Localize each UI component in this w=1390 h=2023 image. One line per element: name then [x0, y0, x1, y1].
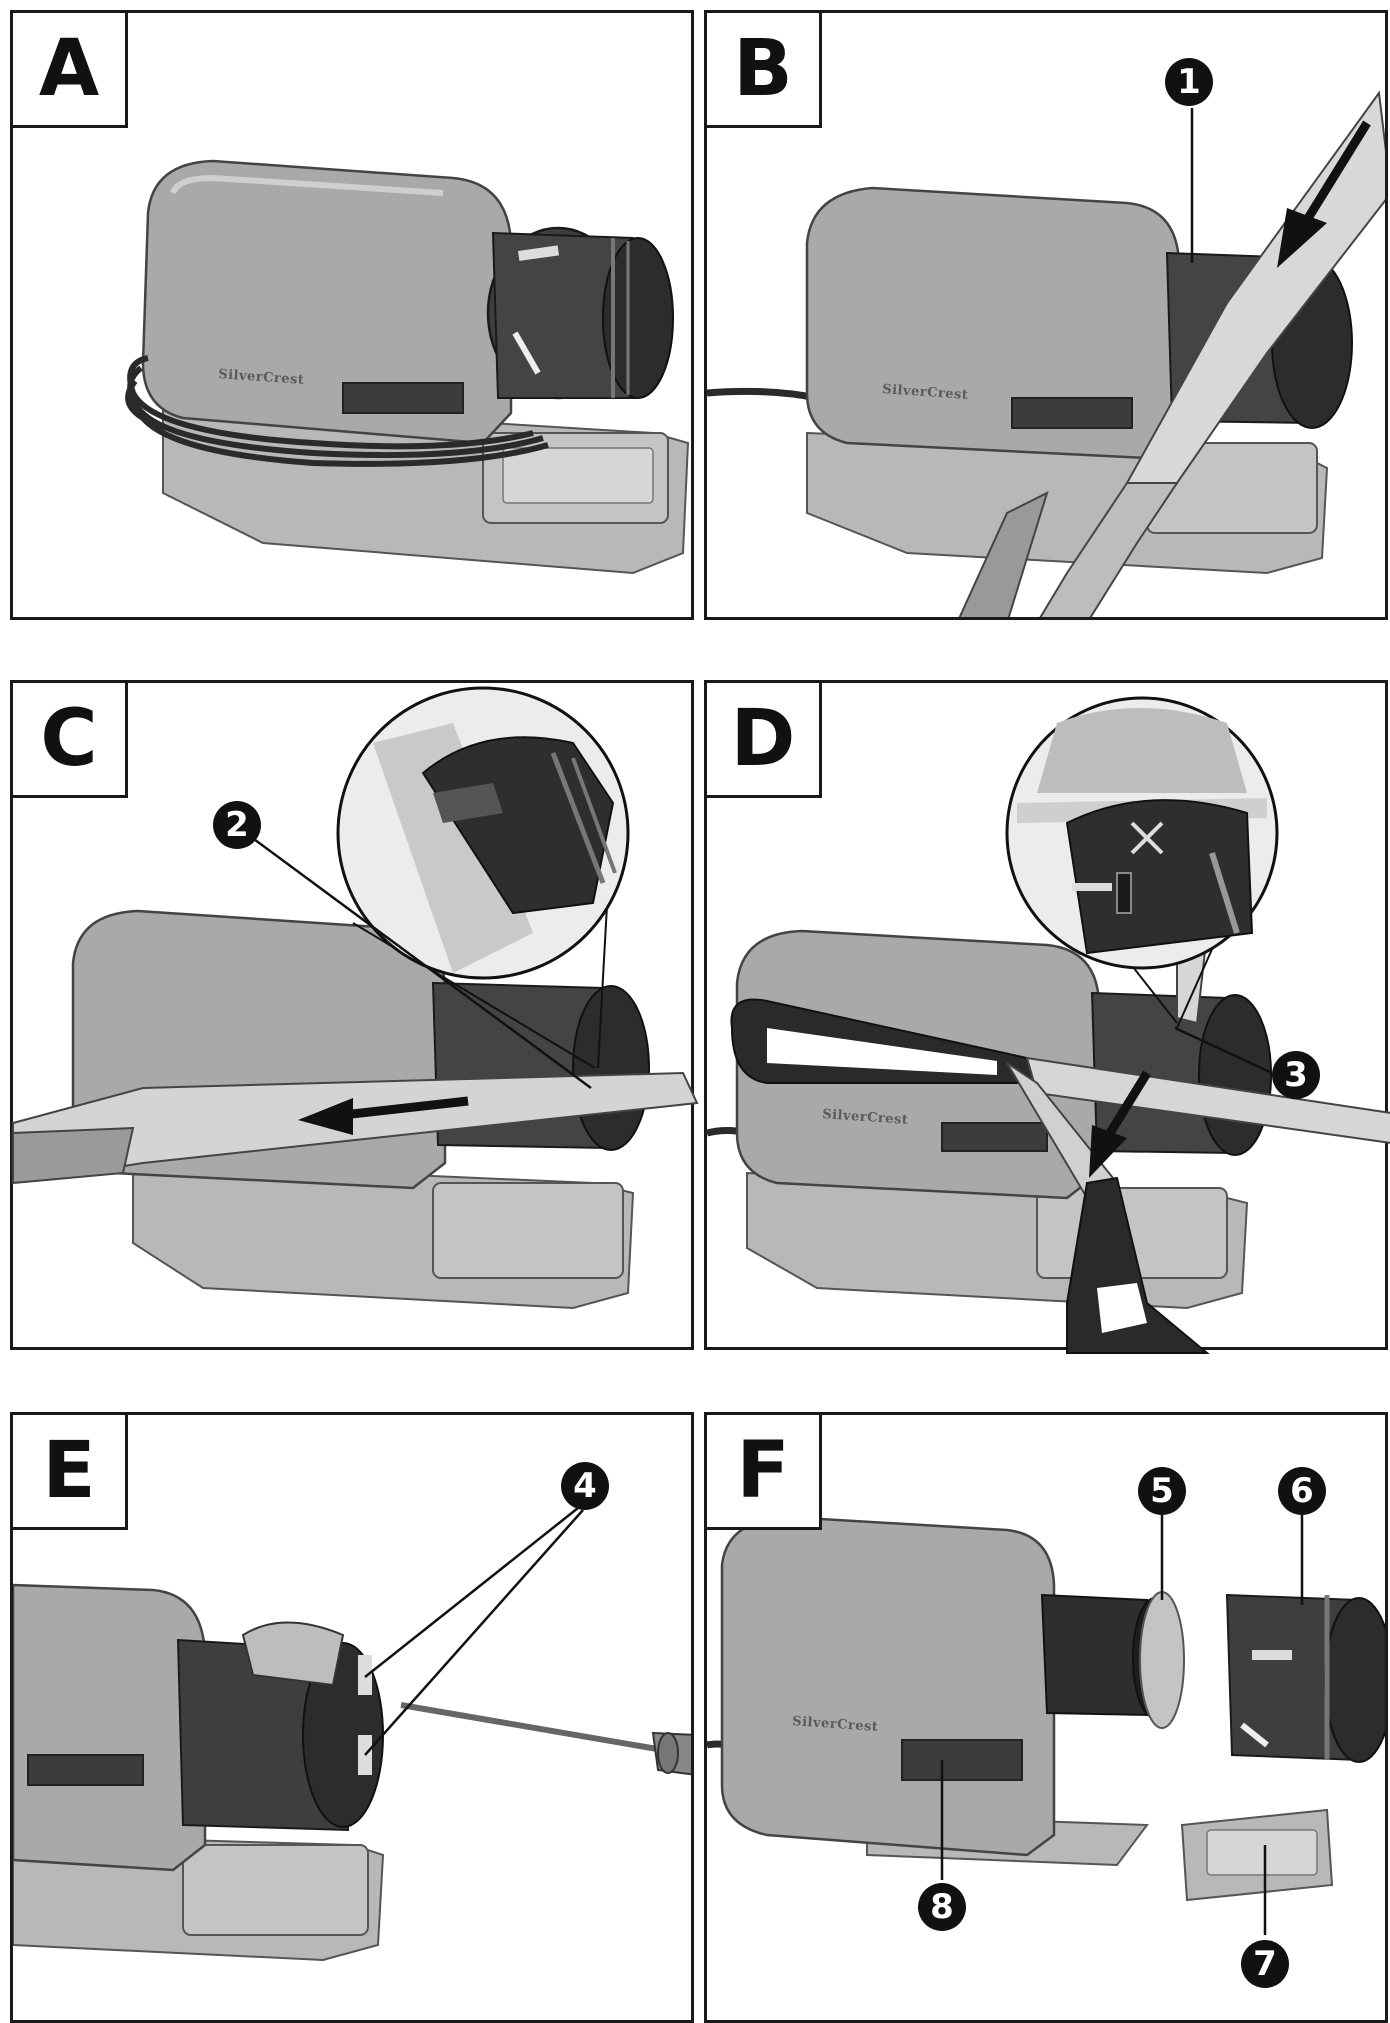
- magnifier-circle-icon: [1005, 696, 1279, 1029]
- panel-label-c: C: [10, 680, 128, 798]
- scissors-sharpening-illustration: SilverCrest: [706, 696, 1390, 1354]
- head-release-illustration: [13, 1507, 691, 1962]
- panel-label-f: F: [707, 1415, 822, 1530]
- indicator-window: [342, 382, 464, 414]
- callout-8: 8: [918, 1883, 966, 1931]
- callout-1: 1: [1165, 58, 1213, 106]
- power-cord: [125, 355, 549, 467]
- arrow-icon: [1089, 1070, 1151, 1178]
- panel-e: E 4: [10, 1412, 694, 2023]
- panel-f: F SilverCrest 5 6 7: [704, 1412, 1388, 2023]
- callout-7: 7: [1241, 1940, 1289, 1988]
- tray: [1180, 1808, 1334, 1902]
- callout-4: 4: [561, 1462, 609, 1510]
- magnifier-circle-icon: [336, 686, 630, 1069]
- serrated-knife-sharpening-illustration: [12, 686, 699, 1310]
- brand-label: SilverCrest: [822, 1107, 909, 1128]
- leader-line-4a: [364, 1507, 579, 1678]
- callout-3: 3: [1272, 1051, 1320, 1099]
- knife-sharpening-illustration: SilverCrest: [707, 90, 1385, 617]
- callout-6: 6: [1278, 1467, 1326, 1515]
- knife-icon: [12, 1071, 699, 1185]
- sharpener-body: [141, 159, 513, 445]
- grinding-disc: [1139, 1591, 1185, 1729]
- brand-label: SilverCrest: [218, 367, 305, 388]
- leader-line-2: [242, 829, 592, 1090]
- arrow-icon: [1277, 120, 1371, 268]
- arrow-icon: [298, 1096, 469, 1135]
- leader-line-4b: [364, 1509, 584, 1756]
- brand-label: SilverCrest: [882, 382, 969, 403]
- panel-a: A SilverCrest: [10, 10, 694, 620]
- panel-label-a: A: [13, 13, 128, 128]
- callout-2: 2: [213, 801, 261, 849]
- disassembled-parts-illustration: SilverCrest: [707, 1515, 1385, 1935]
- panel-label-b: B: [707, 13, 822, 128]
- brand-label: SilverCrest: [792, 1714, 879, 1735]
- leader-line-3: [1174, 1026, 1273, 1075]
- panel-label-d: D: [704, 680, 822, 798]
- indicator-window: [901, 1739, 1023, 1781]
- callout-5: 5: [1138, 1467, 1186, 1515]
- panel-d: D SilverCrest: [704, 680, 1390, 1354]
- screwdriver-icon: [400, 1702, 691, 1776]
- panel-b: B SilverCrest 1: [704, 10, 1388, 620]
- sharpening-head: [1225, 1593, 1385, 1763]
- panel-c: C 2: [10, 680, 699, 1350]
- panel-label-e: E: [13, 1415, 128, 1530]
- scissors-icon: [730, 931, 1390, 1354]
- sharpener-with-cord-illustration: SilverCrest: [125, 159, 690, 575]
